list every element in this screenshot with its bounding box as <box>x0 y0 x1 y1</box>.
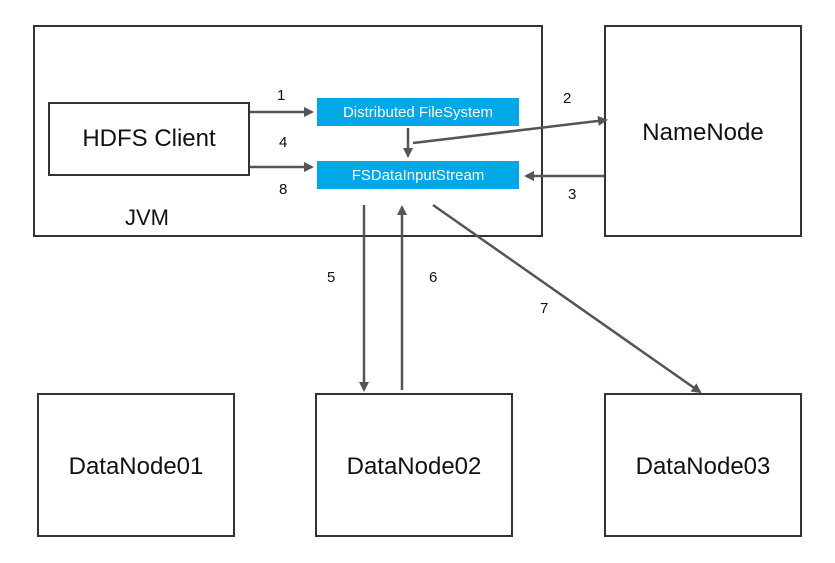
distributed-filesystem-component: Distributed FileSystem <box>317 98 519 126</box>
hdfs-client-label: HDFS Client <box>82 125 216 152</box>
step-label-1: 1 <box>277 87 286 104</box>
step-label-4: 4 <box>279 134 288 151</box>
datanode01-box: DataNode01 <box>37 393 235 537</box>
fsdatainputstream-component: FSDataInputStream <box>317 161 519 189</box>
datanode02-box: DataNode02 <box>315 393 513 537</box>
datanode03-box: DataNode03 <box>604 393 802 537</box>
arrow-step-2 <box>412 115 608 145</box>
step-label-2: 2 <box>563 90 572 107</box>
step-label-8: 8 <box>279 181 288 198</box>
datanode03-label: DataNode03 <box>635 453 771 480</box>
namenode-box: NameNode <box>604 25 802 237</box>
step-label-3: 3 <box>568 186 577 203</box>
step-label-7: 7 <box>540 300 549 317</box>
step-label-5: 5 <box>327 269 336 286</box>
namenode-label: NameNode <box>642 119 764 146</box>
arrow-step-7 <box>432 203 702 394</box>
hdfs-client-box: HDFS Client <box>48 102 250 176</box>
datanode02-label: DataNode02 <box>346 453 482 480</box>
datanode01-label: DataNode01 <box>68 453 204 480</box>
step-label-6: 6 <box>429 269 438 286</box>
jvm-label: JVM <box>125 205 169 230</box>
